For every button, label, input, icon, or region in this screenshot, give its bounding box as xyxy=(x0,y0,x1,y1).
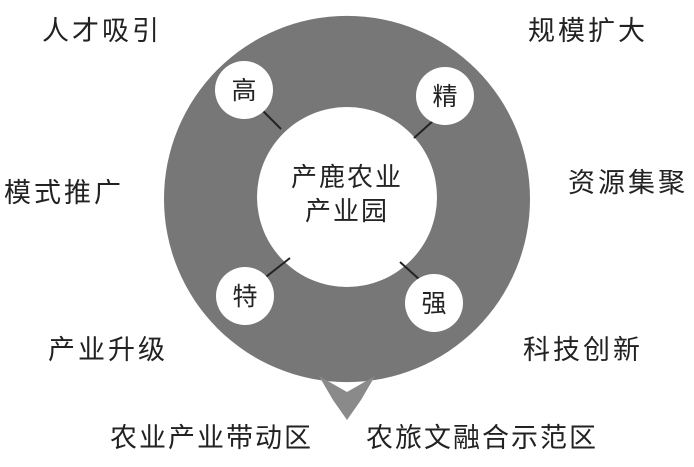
label-scale-expansion: 规模扩大 xyxy=(528,16,648,47)
center-title-line2: 产业园 xyxy=(305,197,389,227)
feature-circle-qiang xyxy=(405,274,463,332)
connector-top-right xyxy=(413,119,435,139)
feature-circle-jing xyxy=(416,67,474,125)
feature-circle-gao xyxy=(215,61,273,119)
label-talent-attraction: 人才吸引 xyxy=(42,16,162,47)
feature-te: 特 xyxy=(232,282,257,311)
label-industry-upgrade: 产业升级 xyxy=(48,335,168,366)
center-title-line1: 产鹿农业 xyxy=(291,163,403,193)
connector-bottom-right xyxy=(399,261,421,281)
feature-circle-te xyxy=(216,267,274,325)
down-arrow xyxy=(319,376,375,420)
feature-qiang: 强 xyxy=(421,289,446,318)
feature-gao: 高 xyxy=(231,76,256,105)
outcome-agri-tourism-zone: 农旅文融合示范区 xyxy=(366,423,598,454)
feature-jing: 精 xyxy=(432,82,457,111)
label-model-promotion: 模式推广 xyxy=(4,178,124,209)
connector-bottom-left xyxy=(261,257,291,281)
label-resource-aggregation: 资源集聚 xyxy=(568,168,688,199)
label-tech-innovation: 科技创新 xyxy=(523,335,643,366)
outcome-industry-driving-zone: 农业产业带动区 xyxy=(110,423,313,454)
